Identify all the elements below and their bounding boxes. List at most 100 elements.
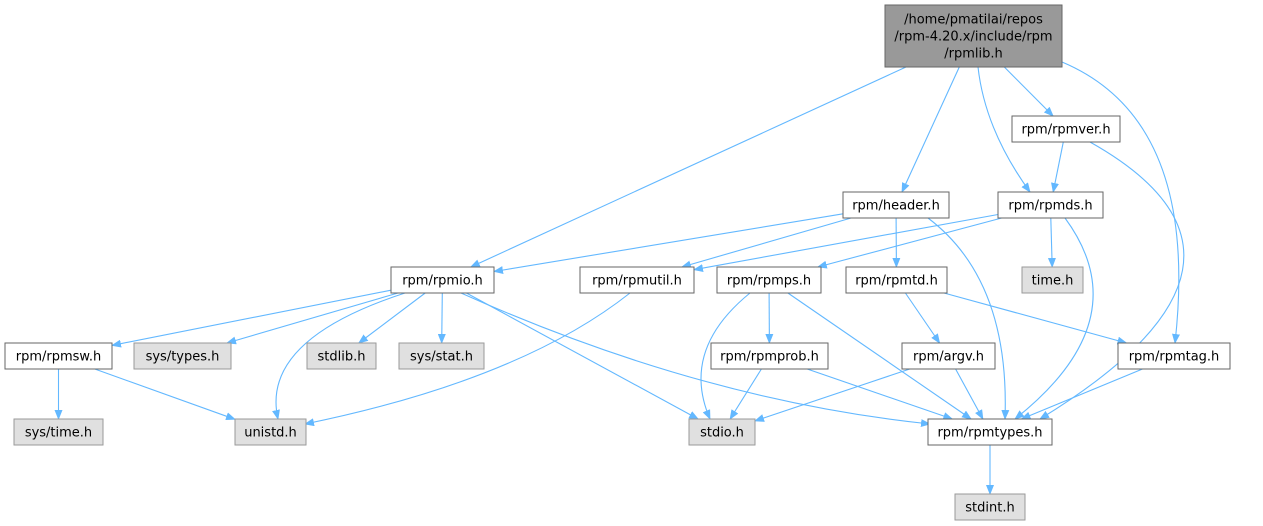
node-rpmlib[interactable]: /home/pmatilai/repos/rpm-4.20.x/include/… [884, 4, 1063, 68]
edge-rpmtag-to-rpmtypes [1020, 368, 1143, 420]
node-box-header [842, 191, 950, 219]
node-label-systime: sys/time.h [25, 426, 92, 441]
edge-rpmds-to-rpmps [816, 217, 1002, 269]
node-rpmtd[interactable]: rpm/rpmtd.h [845, 266, 948, 294]
node-systime: sys/time.h [13, 418, 104, 446]
node-unistd: unistd.h [234, 418, 307, 446]
node-layer: /home/pmatilai/repos/rpm-4.20.x/include/… [4, 4, 1231, 521]
edge-rpmlib-to-rpmds [977, 66, 1031, 193]
node-box-rpmsw [4, 342, 113, 370]
node-box-systime [13, 418, 104, 446]
node-argv[interactable]: rpm/argv.h [901, 342, 996, 370]
node-box-rpmprob [710, 342, 829, 370]
node-rpmprob[interactable]: rpm/rpmprob.h [710, 342, 829, 370]
edge-argv-to-rpmtypes [955, 368, 984, 420]
edge-rpmio-to-systypes [226, 292, 399, 345]
node-label-rpmds: rpm/rpmds.h [1008, 199, 1092, 214]
node-label-rpmps: rpm/rpmps.h [727, 274, 811, 289]
edge-rpmio-to-sysstat [437, 292, 446, 344]
node-box-rpmtypes [927, 418, 1053, 446]
edge-rpmio-to-unistd [272, 292, 406, 420]
node-box-stdint [954, 493, 1026, 521]
node-label-rpmlib: /rpm-4.20.x/include/rpm [894, 30, 1052, 45]
node-box-rpmtag [1117, 342, 1231, 370]
node-systypes: sys/types.h [133, 342, 232, 370]
edge-header-to-rpmtypes [927, 217, 1010, 420]
edge-rpmlib-to-rpmtag [1061, 61, 1180, 344]
node-label-rpmtd: rpm/rpmtd.h [855, 274, 938, 289]
edge-rpmlib-to-rpmio [469, 66, 907, 268]
node-time_h: time.h [1021, 266, 1084, 294]
node-label-sysstat: sys/stat.h [410, 350, 473, 365]
edge-rpmtd-to-argv [904, 292, 941, 344]
edge-rpmprob-to-stdio [729, 368, 762, 420]
node-label-rpmtypes: rpm/rpmtypes.h [937, 426, 1042, 441]
edge-rpmps-to-rpmtypes [787, 292, 972, 420]
edge-rpmlib-to-header [901, 66, 960, 193]
edge-rpmio-to-rpmsw [111, 289, 392, 348]
edge-rpmprob-to-rpmtypes [807, 368, 954, 420]
node-box-systypes [133, 342, 232, 370]
node-label-rpmutil: rpm/rpmutil.h [592, 274, 682, 289]
edge-rpmio-to-stdio [466, 292, 699, 420]
node-stdio: stdio.h [688, 418, 756, 446]
node-stdlib: stdlib.h [306, 342, 377, 370]
node-box-rpmds [997, 191, 1104, 219]
node-rpmtag[interactable]: rpm/rpmtag.h [1117, 342, 1231, 370]
node-label-header: rpm/header.h [852, 199, 940, 214]
node-label-rpmtag: rpm/rpmtag.h [1129, 350, 1220, 365]
node-label-rpmlib: /rpmlib.h [944, 47, 1003, 62]
node-label-stdint: stdint.h [965, 501, 1014, 516]
node-box-rpmps [716, 266, 822, 294]
node-box-rpmtd [845, 266, 948, 294]
node-label-stdlib: stdlib.h [318, 350, 366, 365]
node-sysstat: sys/stat.h [398, 342, 485, 370]
node-rpmio[interactable]: rpm/rpmio.h [390, 266, 495, 294]
node-label-unistd: unistd.h [244, 426, 297, 441]
edge-rpmio-to-stdlib [358, 292, 426, 344]
edge-rpmsw-to-unistd [94, 368, 236, 421]
edge-header-to-rpmutil [680, 217, 852, 269]
edge-rpmio-to-rpmtypes [460, 292, 931, 428]
node-box-rpmver [1011, 115, 1121, 143]
edge-rpmutil-to-unistd [304, 292, 631, 427]
node-label-systypes: sys/types.h [146, 350, 220, 365]
node-header[interactable]: rpm/header.h [842, 191, 950, 219]
edge-rpmds-to-rpmtypes [1014, 217, 1094, 420]
node-label-rpmprob: rpm/rpmprob.h [720, 350, 819, 365]
node-rpmps[interactable]: rpm/rpmps.h [716, 266, 822, 294]
node-box-stdio [688, 418, 756, 446]
node-rpmds[interactable]: rpm/rpmds.h [997, 191, 1104, 219]
edge-rpmtd-to-rpmtag [943, 292, 1128, 345]
edge-rpmps-to-stdio [700, 292, 751, 420]
node-box-sysstat [398, 342, 485, 370]
edge-header-to-rpmio [493, 213, 844, 274]
node-box-unistd [234, 418, 307, 446]
node-label-rpmlib: /home/pmatilai/repos [904, 13, 1043, 28]
node-box-rpmlib [884, 4, 1063, 68]
edge-layer [54, 61, 1185, 495]
node-box-rpmutil [579, 266, 695, 294]
node-box-rpmio [390, 266, 495, 294]
node-box-argv [901, 342, 996, 370]
edge-argv-to-stdio [754, 368, 910, 422]
node-rpmutil[interactable]: rpm/rpmutil.h [579, 266, 695, 294]
edge-rpmds-to-rpmutil [693, 213, 999, 273]
node-rpmsw[interactable]: rpm/rpmsw.h [4, 342, 113, 370]
node-stdint: stdint.h [954, 493, 1026, 521]
node-label-rpmio: rpm/rpmio.h [402, 274, 483, 289]
node-label-rpmver: rpm/rpmver.h [1021, 123, 1110, 138]
edge-rpmver-to-rpmtypes [1039, 141, 1185, 420]
node-rpmtypes[interactable]: rpm/rpmtypes.h [927, 418, 1053, 446]
node-rpmver[interactable]: rpm/rpmver.h [1011, 115, 1121, 143]
edge-rpmlib-to-rpmver [1003, 66, 1054, 117]
edge-rpmds-to-time_h [1047, 217, 1056, 268]
node-label-stdio: stdio.h [700, 426, 744, 441]
node-label-argv: rpm/argv.h [913, 350, 984, 365]
node-label-time_h: time.h [1032, 274, 1074, 289]
node-label-rpmsw: rpm/rpmsw.h [16, 350, 101, 365]
edge-rpmver-to-rpmds [1051, 141, 1064, 193]
node-box-time_h [1021, 266, 1084, 294]
node-box-stdlib [306, 342, 377, 370]
